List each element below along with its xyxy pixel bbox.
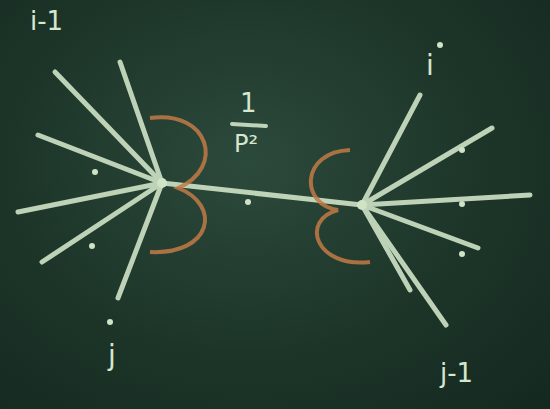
chalk-label: i-1	[30, 8, 63, 34]
chalk-lines	[18, 62, 530, 325]
orange-arcs	[150, 117, 370, 262]
chalk-label: j-1	[440, 360, 473, 386]
chalk-label: P²	[234, 132, 258, 156]
chalk-label: i	[426, 52, 434, 80]
chalk-dots	[89, 42, 465, 325]
chalk-label: j	[108, 342, 116, 370]
chalk-label: 1	[240, 90, 257, 116]
